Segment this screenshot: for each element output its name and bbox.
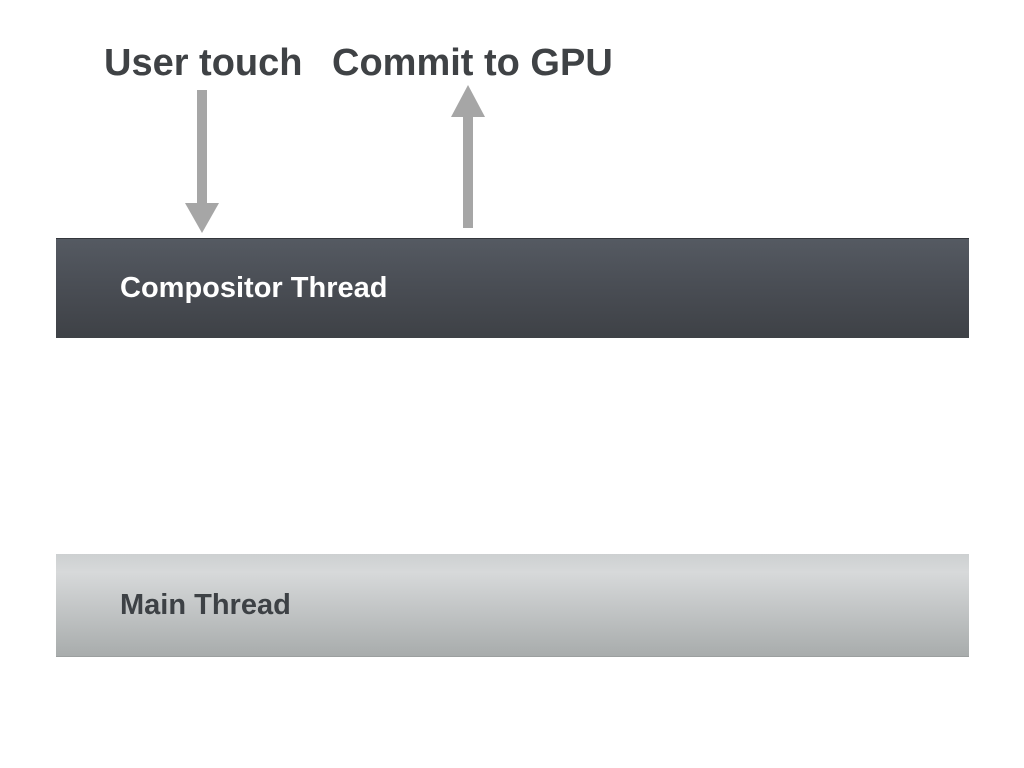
down-arrow-head [185,203,219,233]
up-arrow-head [451,85,485,117]
user-touch-label: User touch [104,42,303,84]
up-arrow-icon [451,85,485,228]
main-thread-label: Main Thread [120,588,291,621]
down-arrow-shaft [197,90,207,203]
commit-to-gpu-label: Commit to GPU [332,42,613,84]
compositor-thread-label: Compositor Thread [120,272,388,304]
main-thread-bar: Main Thread [56,554,969,657]
down-arrow-icon [185,90,219,233]
up-arrow-shaft [463,117,473,228]
compositor-thread-bar: Compositor Thread [56,238,969,338]
